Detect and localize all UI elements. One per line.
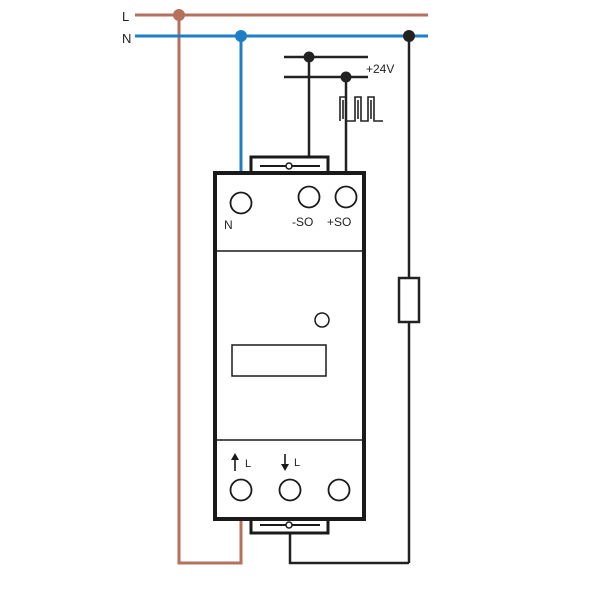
l-junction-dot xyxy=(173,9,185,21)
pulse-waveform-icon xyxy=(339,96,383,122)
terminal-n-label: N xyxy=(224,218,233,232)
load-junction-dot xyxy=(403,30,415,42)
status-led xyxy=(314,312,330,328)
terminal-so-plus-label: +SO xyxy=(327,215,351,229)
arrow-up-icon xyxy=(231,453,239,471)
terminal-l-out xyxy=(278,478,302,502)
supply-dot-minus xyxy=(303,51,315,63)
supply-voltage-label: +24V xyxy=(366,62,394,76)
arrow-down-icon xyxy=(281,454,289,471)
terminal-n xyxy=(229,191,253,215)
energy-meter: N -SO +SO L L xyxy=(213,155,366,535)
l-feed-wire xyxy=(177,15,243,565)
terminal-so-plus xyxy=(334,185,358,209)
resistor-load-icon xyxy=(397,276,421,324)
n-conductor xyxy=(135,34,428,192)
terminal-so-minus xyxy=(297,185,321,209)
line-n-label: N xyxy=(122,31,131,46)
terminal-so-minus-label: -SO xyxy=(292,215,313,229)
din-clip-top-pin xyxy=(285,162,293,170)
terminal-unused xyxy=(327,478,351,502)
din-clip-bottom-pin xyxy=(285,521,293,529)
line-l-label: L xyxy=(122,9,129,24)
supply-dot-plus xyxy=(340,71,352,83)
n-junction-dot xyxy=(235,30,247,42)
meter-display xyxy=(231,344,327,377)
terminal-l-in xyxy=(229,478,253,502)
terminal-l-out-label: L xyxy=(294,457,300,469)
terminal-l-in-label: L xyxy=(245,458,251,470)
